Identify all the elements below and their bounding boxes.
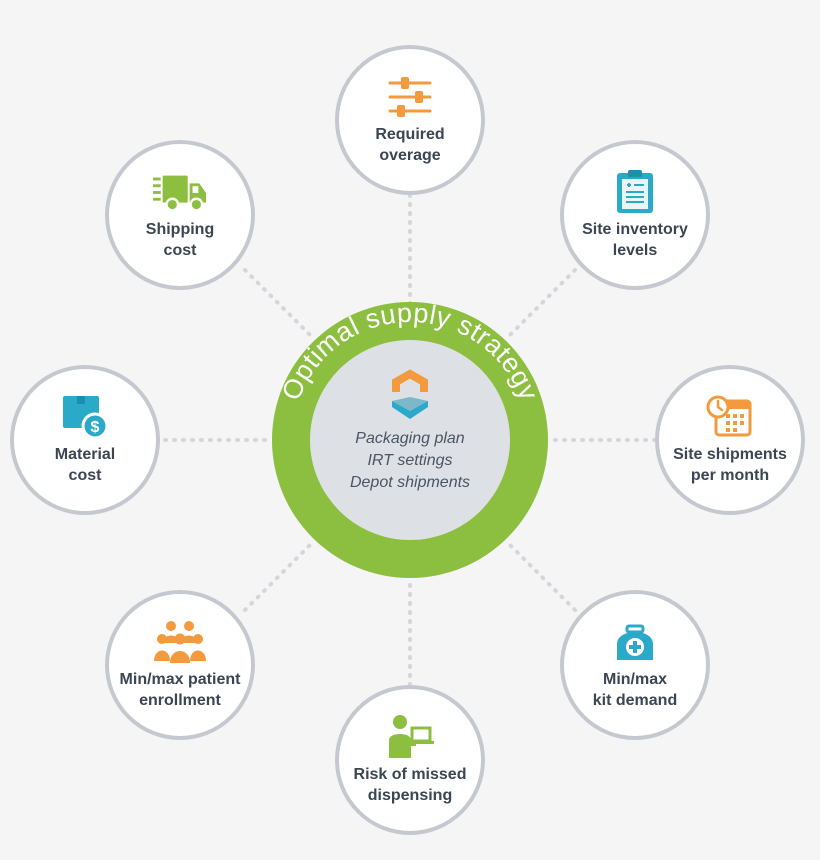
- connector-site-inventory-levels: [503, 268, 577, 342]
- sliders-icon: [383, 74, 437, 120]
- node-label: Site shipments per month: [673, 446, 787, 484]
- node-label: Risk of missed dispensing: [353, 766, 467, 804]
- box-dollar-icon: $: [58, 394, 112, 440]
- center-item: Packaging plan: [355, 430, 465, 447]
- calendar-clock-icon: [703, 394, 757, 440]
- people-group-icon: [153, 619, 207, 665]
- center-item: Depot shipments: [349, 474, 471, 491]
- node-label: Site inventory levels: [582, 221, 688, 259]
- node-site-inventory-levels: Site inventory levels: [560, 140, 710, 290]
- connector-shipping-cost: [243, 268, 317, 342]
- svg-text:$: $: [91, 419, 100, 436]
- center-item: IRT settings: [367, 452, 453, 469]
- person-laptop-icon: [383, 714, 437, 760]
- center-disc: [310, 340, 510, 540]
- truck-icon: [153, 169, 207, 215]
- medical-kit-icon: [608, 619, 662, 665]
- hexagon-logo-icon: [392, 369, 428, 419]
- node-shipping-cost: Shipping cost: [105, 140, 255, 290]
- node-site-shipments-per-month: Site shipments per month: [655, 365, 805, 515]
- connector-min-max-kit-demand: [503, 538, 577, 612]
- node-risk-of-missed-dispensing: Risk of missed dispensing: [335, 685, 485, 835]
- node-label: Min/max patient enrollment: [119, 671, 241, 709]
- center-item-list: Packaging plan IRT settings Depot shipme…: [310, 428, 510, 494]
- connector-min-max-patient-enrollment: [243, 538, 317, 612]
- clipboard-icon: [608, 169, 662, 215]
- node-label: Min/max kit demand: [592, 671, 678, 709]
- node-label: Material cost: [54, 446, 116, 484]
- node-label: Required overage: [375, 126, 445, 164]
- node-material-cost: $ Material cost: [10, 365, 160, 515]
- node-min-max-kit-demand: Min/max kit demand: [560, 590, 710, 740]
- node-label: Shipping cost: [145, 221, 215, 259]
- node-required-overage: Required overage: [335, 45, 485, 195]
- node-min-max-patient-enrollment: Min/max patient enrollment: [105, 590, 255, 740]
